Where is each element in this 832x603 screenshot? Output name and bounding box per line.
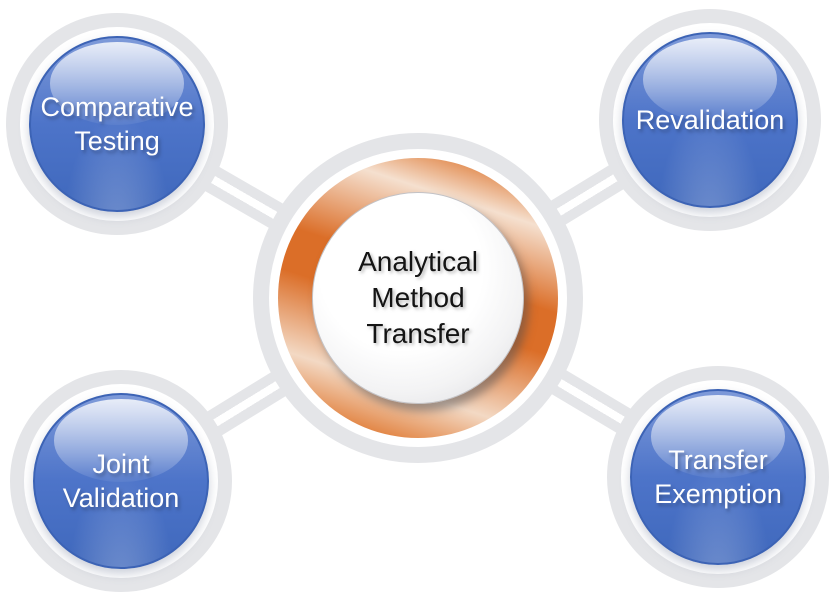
- node-label-joint-validation: Joint Validation: [63, 447, 180, 515]
- label-line: Joint: [92, 449, 150, 479]
- label-line: Validation: [62, 483, 180, 513]
- node-label-transfer-exemption: Transfer Exemption: [654, 443, 782, 511]
- label-line: Testing: [74, 126, 160, 156]
- node-transfer-exemption: Transfer Exemption: [630, 389, 806, 565]
- node-ring-transfer-exemption: Transfer Exemption: [607, 366, 829, 588]
- hub-title: Analytical Method Transfer: [358, 244, 478, 352]
- hub-outer-ring: Analytical Method Transfer: [253, 133, 583, 463]
- node-joint-validation: Joint Validation: [33, 393, 209, 569]
- node-ring-revalidation: Revalidation: [599, 9, 821, 231]
- label-line: Analytical: [358, 246, 478, 277]
- node-ring-comparative-testing: Comparative Testing: [6, 13, 228, 235]
- label-line: Transfer: [366, 318, 470, 349]
- label-line: Transfer: [668, 445, 768, 475]
- node-ring-joint-validation: Joint Validation: [10, 370, 232, 592]
- label-line: Revalidation: [635, 105, 785, 135]
- label-line: Exemption: [654, 479, 782, 509]
- label-line: Method: [371, 282, 465, 313]
- hub-orange-ring: Analytical Method Transfer: [278, 158, 558, 438]
- node-revalidation: Revalidation: [622, 32, 798, 208]
- node-comparative-testing: Comparative Testing: [29, 36, 205, 212]
- hub-inner-circle: Analytical Method Transfer: [312, 192, 524, 404]
- node-label-comparative-testing: Comparative Testing: [40, 90, 193, 158]
- node-label-revalidation: Revalidation: [636, 103, 785, 137]
- label-line: Comparative: [40, 92, 194, 122]
